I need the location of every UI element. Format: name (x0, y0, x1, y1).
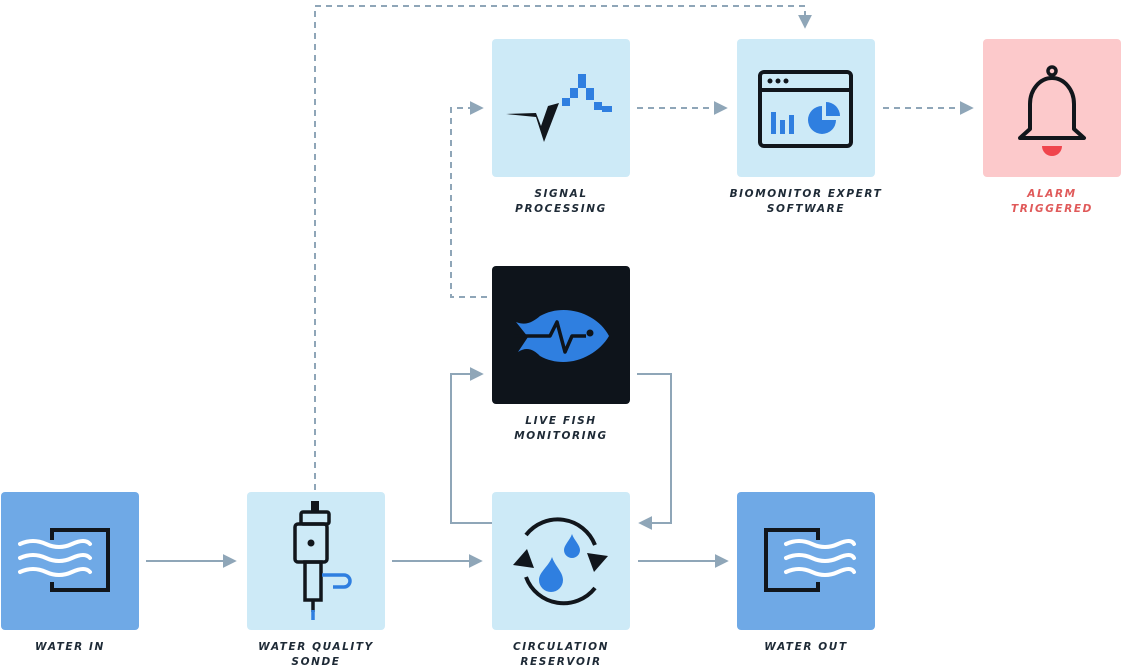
water-out-label: WATER OUT (764, 641, 848, 653)
arrow-reservoir-to-fish (450, 367, 492, 524)
fish-heartbeat-icon (514, 309, 609, 363)
signal-processing-box (492, 39, 630, 177)
water-out-icon (764, 528, 856, 592)
water-out-box (737, 492, 875, 630)
alarm-box (983, 39, 1121, 177)
water-in-box (1, 492, 139, 630)
arrow-fish-to-reservoir (637, 373, 672, 530)
bell-icon (1018, 65, 1086, 156)
water-in-icon (18, 528, 110, 592)
live-fish-monitoring-label: LIVE FISH MONITORING (514, 415, 608, 442)
biomonitor-software-box (737, 39, 875, 177)
dashboard-window-icon (758, 70, 853, 148)
signal-wave-icon (506, 74, 612, 142)
dashed-sonde-to-software (314, 5, 812, 490)
circulation-reservoir-box (492, 492, 630, 630)
water-quality-sonde-label: WATER QUALITY SONDE (258, 641, 374, 668)
water-in-label: WATER IN (35, 641, 105, 653)
circulation-drops-icon (513, 517, 608, 606)
sonde-probe-icon (293, 501, 352, 620)
circulation-reservoir-label: CIRCULATION RESERVOIR (512, 641, 610, 668)
signal-processing-label: SIGNAL PROCESSING (515, 188, 607, 215)
biomonitor-software-label: BIOMONITOR EXPERT SOFTWARE (729, 188, 883, 215)
alarm-triggered-label: ALARM TRIGGERED (1011, 188, 1093, 215)
